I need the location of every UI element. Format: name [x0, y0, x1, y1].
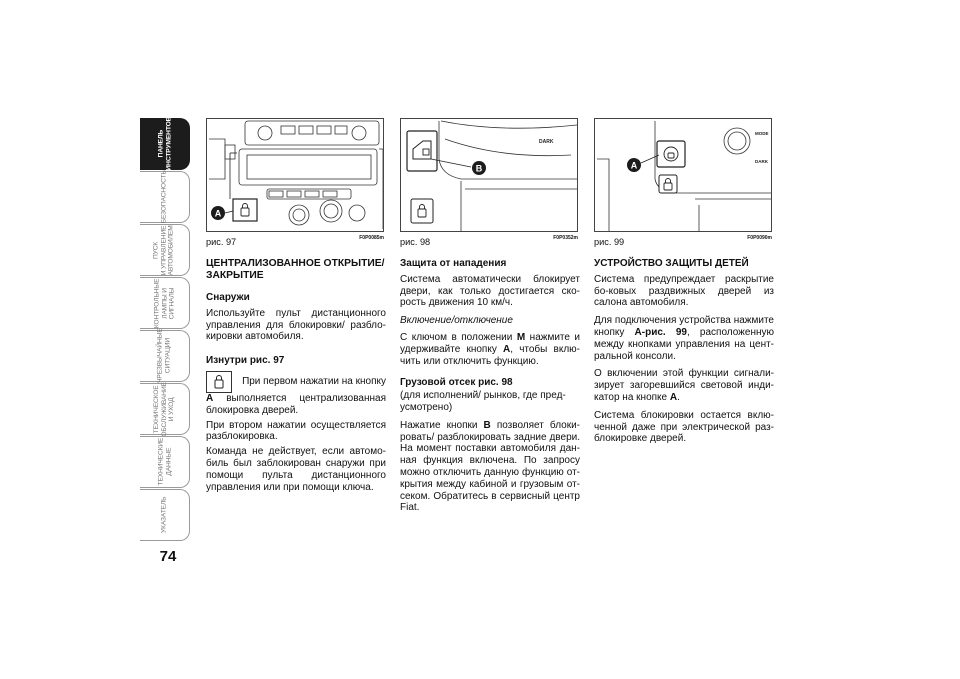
lock-icon — [417, 204, 427, 218]
page-number: 74 — [159, 548, 177, 565]
paragraph: Используйте пульт дистанционного управле… — [206, 307, 386, 343]
lock-button-icon — [206, 370, 232, 393]
mode-label: MODE — [755, 131, 769, 136]
tab-label: ТЕХНИЧЕСКИЕ ДАННЫЕ — [156, 438, 172, 486]
tab-index[interactable]: УКАЗАТЕЛЬ — [140, 489, 190, 541]
child-lock-illustration: MODE DARK A — [597, 121, 771, 231]
figure-99-caption: рис. 99 F0P0090m — [594, 235, 772, 247]
dashboard-illustration: A — [209, 120, 383, 229]
lock-icon — [240, 203, 250, 217]
van-lock-icon — [412, 140, 432, 160]
first-press-row: При первом нажатии на кнопку — [206, 370, 386, 393]
svg-text:B: B — [476, 164, 483, 174]
subheading-outside: Снаружи — [206, 292, 250, 303]
figure-97-caption: рис. 97 F0P0085m — [206, 235, 384, 247]
figure-97: A — [206, 118, 384, 232]
tab-label: ЧРЕЗВЫЧАЙНЫЕ СИТУАЦИИ — [156, 328, 172, 384]
tab-label: БЕЗОПАСНОСТЬ — [160, 170, 168, 224]
key-letter: B — [483, 419, 491, 431]
tab-label: КОНТРОЛЬНЫЕ ЛАМПЫ И СИГНАЛЫ — [153, 278, 176, 328]
figure-98: DARK B — [400, 118, 578, 232]
column-child-lock: УСТРОЙСТВО ЗАЩИТЫ ДЕТЕЙ Система предупре… — [594, 258, 774, 448]
tab-emergency[interactable]: ЧРЕЗВЫЧАЙНЫЕ СИТУАЦИИ — [140, 328, 190, 384]
tab-instrument-panel[interactable]: ПАНЕЛЬ ИНСТРУМЕНТОВ — [140, 117, 190, 171]
callout-b — [472, 161, 486, 175]
section-heading: ЦЕНТРАЛИЗОВАННОЕ ОТКРЫТИЕ/ЗАКРЫТИЕ — [206, 258, 385, 281]
figure-code: F0P0090m — [747, 235, 772, 241]
paragraph: , расположенную между кнопками управлени… — [594, 326, 774, 362]
section-heading: Защита от нападения — [400, 258, 507, 269]
child-lock-button-a — [656, 140, 686, 168]
callout-a — [211, 206, 225, 220]
key-letter: A — [206, 392, 214, 404]
paragraph: нажмите и удерживайте кнопку — [400, 331, 581, 355]
figure-99: MODE DARK A — [594, 118, 772, 232]
tab-label: ПУСК И УПРАВЛЕНИЕ АВТОМОБИЛЕМ — [153, 224, 176, 276]
console-illustration: DARK B — [406, 120, 577, 231]
tab-label: УКАЗАТЕЛЬ — [160, 496, 168, 534]
child-lock-icon — [663, 146, 679, 162]
tab-maintenance[interactable]: ТЕХНИЧЕСКОЕ ОБСЛУЖИВАНИЕ И УХОД — [140, 381, 190, 437]
figure-label: рис. 99 — [594, 237, 625, 247]
tab-starting-driving[interactable]: ПУСК И УПРАВЛЕНИЕ АВТОМОБИЛЕМ — [140, 224, 190, 276]
paragraph: Команда не действует, если автомо-биль б… — [206, 446, 386, 493]
paragraph: позволяет блоки-ровать/ разблокировать з… — [400, 419, 581, 514]
figure-98-caption: рис. 98 F0P0352m — [400, 235, 578, 247]
subheading-onoff: Включение/отключение — [400, 315, 513, 327]
paragraph: , чтобы вклю-чить или отключить функцию. — [400, 343, 580, 367]
figure-code: F0P0352m — [553, 235, 578, 241]
paragraph: выполняется централизованная блокировка … — [206, 392, 386, 416]
cargo-lock-button-b — [406, 130, 438, 172]
paragraph: Система предупреждает раскрытие бо-ковых… — [594, 273, 774, 309]
svg-text:A: A — [215, 209, 222, 219]
figure-label: рис. 97 — [206, 237, 237, 247]
column-anti-attack: Защита от нападения Система автоматическ… — [400, 258, 580, 517]
key-letter: A — [669, 391, 678, 403]
subheading-cargo: Грузовой отсек рис. 98 — [400, 377, 513, 389]
paragraph: (для исполнений/ рынков, где пред-усмотр… — [400, 390, 566, 413]
column-central-locking: ЦЕНТРАЛИЗОВАННОЕ ОТКРЫТИЕ/ЗАКРЫТИЕ Снару… — [206, 258, 386, 496]
lock-icon — [663, 178, 673, 191]
subheading-inside: Изнутри рис. 97 — [206, 355, 285, 367]
tab-label: ТЕХНИЧЕСКОЕ ОБСЛУЖИВАНИЕ И УХОД — [153, 381, 176, 437]
paragraph: С ключом в положении — [400, 331, 517, 343]
paragraph: Для подключения устройства нажмите кнопк… — [594, 315, 774, 338]
figure-reference: A-рис. 99 — [634, 326, 687, 338]
paragraph: О включении этой функции сигнали-зирует … — [594, 368, 774, 403]
key-letter: M — [516, 331, 526, 343]
tab-safety[interactable]: БЕЗОПАСНОСТЬ — [140, 171, 190, 223]
paragraph: При втором нажатии осуществляется разбло… — [206, 419, 386, 443]
lock-button-a — [232, 198, 258, 222]
tab-warning-lights[interactable]: КОНТРОЛЬНЫЕ ЛАМПЫ И СИГНАЛЫ — [140, 277, 190, 329]
dark-label: DARK — [539, 139, 554, 145]
svg-text:A: A — [631, 161, 638, 171]
paragraph: Нажатие кнопки — [400, 419, 484, 431]
tab-label: ПАНЕЛЬ ИНСТРУМЕНТОВ — [156, 117, 172, 171]
paragraph: Система автоматически блокирует двери, к… — [400, 273, 580, 309]
figure-code: F0P0085m — [359, 235, 384, 241]
figure-label: рис. 98 — [400, 237, 431, 247]
paragraph: . — [677, 391, 680, 403]
paragraph: Система блокировки остается вклю-ченной … — [594, 409, 774, 445]
paragraph: При первом нажатии на кнопку — [242, 376, 386, 388]
callout-a — [627, 158, 641, 172]
section-heading: УСТРОЙСТВО ЗАЩИТЫ ДЕТЕЙ — [594, 258, 749, 269]
dark-label: DARK — [755, 159, 769, 164]
tab-technical-data[interactable]: ТЕХНИЧЕСКИЕ ДАННЫЕ — [140, 436, 190, 488]
key-letter: A — [503, 343, 511, 355]
